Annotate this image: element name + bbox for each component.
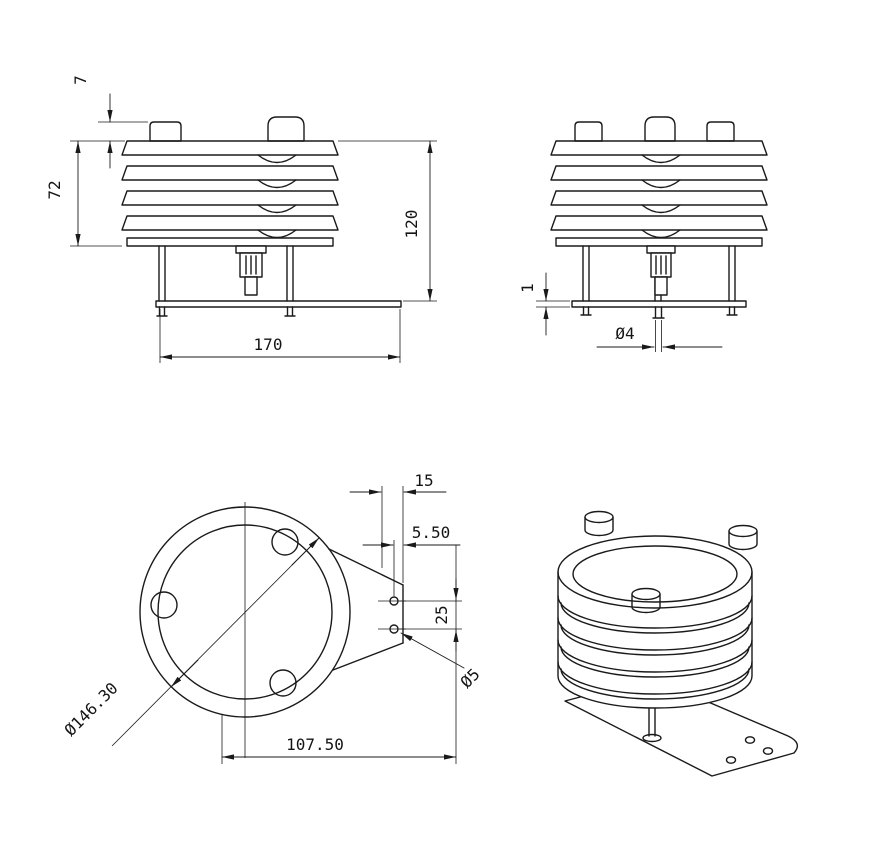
dim-label-small-hole-diameter: Ø5 [457, 665, 484, 692]
top-cap [267, 116, 305, 142]
sensor-stem [654, 276, 668, 296]
plate-hole [725, 756, 737, 764]
dim-label-plate-thickness: 1 [518, 283, 537, 293]
inner-column-arc [641, 179, 681, 189]
knob [584, 516, 614, 537]
louver-rim-arc [560, 624, 750, 656]
inner-column-arc [641, 154, 681, 164]
leg-bolt [726, 306, 738, 316]
base-plate [155, 300, 402, 308]
louver-rim-arc [557, 617, 753, 651]
louver-plate [121, 165, 339, 181]
bottom-plate [555, 237, 763, 247]
tab-edge [332, 642, 404, 671]
louver-rim-arc [557, 639, 753, 673]
inner-column-arc [257, 204, 297, 214]
louver-stack [550, 116, 768, 247]
plate-hole [762, 747, 774, 755]
sensor-body-detail [245, 255, 257, 275]
top-view: Ø146.30 15 5.50 25 Ø5 107.50 [61, 471, 484, 764]
front-view: 7 72 120 170 [45, 75, 437, 363]
dim-label-outer-diameter: Ø146.30 [61, 679, 122, 740]
iso-shield-body [557, 535, 753, 709]
knob [631, 593, 661, 614]
iso-top-knobs [584, 510, 758, 614]
dim-label-louver-height: 72 [45, 180, 64, 199]
louver-plate [121, 215, 339, 231]
plate-hole [744, 736, 756, 744]
sensor-bracket [235, 245, 267, 254]
spacer-knob-circle [150, 591, 178, 619]
top-boss [149, 121, 182, 142]
louver-plate [550, 140, 768, 156]
knob [728, 530, 758, 551]
leg-bolt [156, 306, 168, 317]
legs-and-base [571, 245, 747, 319]
dim-label-base-width: 170 [254, 335, 283, 354]
louver-rim-arc [557, 595, 753, 629]
sensor-body-detail [655, 255, 667, 275]
dim-label-tab-width: 15 [414, 471, 433, 490]
knob-top [728, 524, 758, 538]
dim-label-mount-span: 107.50 [286, 735, 344, 754]
louver-rim-arc [560, 668, 750, 700]
cap-inner-ellipse [572, 545, 738, 603]
dim-label-total-height: 120 [402, 210, 421, 239]
louver-plate [121, 190, 339, 206]
top-boss [574, 121, 603, 142]
leader-line [400, 632, 465, 669]
mount-foot [642, 733, 662, 743]
dim-label-hole-offset: 5.50 [412, 523, 451, 542]
dimension-arrow [170, 659, 199, 688]
louver-plate [550, 215, 768, 231]
leg-bolt [652, 306, 665, 319]
knob-top [631, 587, 661, 601]
louver-plate [550, 165, 768, 181]
inner-column-arc [257, 179, 297, 189]
side-view: 1 Ø4 [518, 116, 768, 352]
bottom-plate [126, 237, 334, 247]
knob-top [584, 510, 614, 524]
sensor-housing [235, 245, 267, 296]
louver-plate [550, 190, 768, 206]
louver-rim-arc [560, 646, 750, 678]
legs-and-base [155, 245, 402, 317]
sensor-stem [244, 276, 258, 296]
cap-rim-arc [557, 571, 753, 609]
louver-plate [121, 140, 339, 156]
inner-column-arc [257, 154, 297, 164]
top-boss [706, 121, 735, 142]
tab-edge [328, 548, 404, 586]
side-dimensions: 1 Ø4 [518, 272, 723, 352]
leg-bolt [580, 306, 592, 316]
leg-bolt [284, 306, 296, 317]
inner-column-arc [641, 229, 681, 239]
dim-label-hole-diameter: Ø4 [615, 324, 634, 343]
front-dimensions: 7 72 120 170 [45, 75, 437, 363]
inner-column-arc [257, 229, 297, 239]
spacer-knob-circle [271, 528, 299, 556]
shield-silhouette [557, 535, 753, 709]
top-cap [644, 116, 676, 142]
inner-column-arc [641, 204, 681, 214]
louver-stack [121, 116, 339, 247]
diameter-line [111, 537, 320, 747]
leg-line [582, 245, 736, 302]
dimension-arrow [291, 537, 320, 566]
louver-rim-arc [557, 661, 753, 695]
isometric-view [557, 510, 799, 777]
dim-label-top-gap: 7 [71, 75, 90, 85]
leg-line [158, 245, 294, 302]
louver-rim-arc [560, 602, 750, 634]
dim-label-hole-pitch: 25 [432, 605, 451, 624]
base-plate [571, 300, 747, 308]
spacer-knob-circle [269, 669, 297, 697]
top-dimensions: Ø146.30 15 5.50 25 Ø5 107.50 [61, 471, 484, 764]
sensor-bracket [646, 245, 676, 254]
